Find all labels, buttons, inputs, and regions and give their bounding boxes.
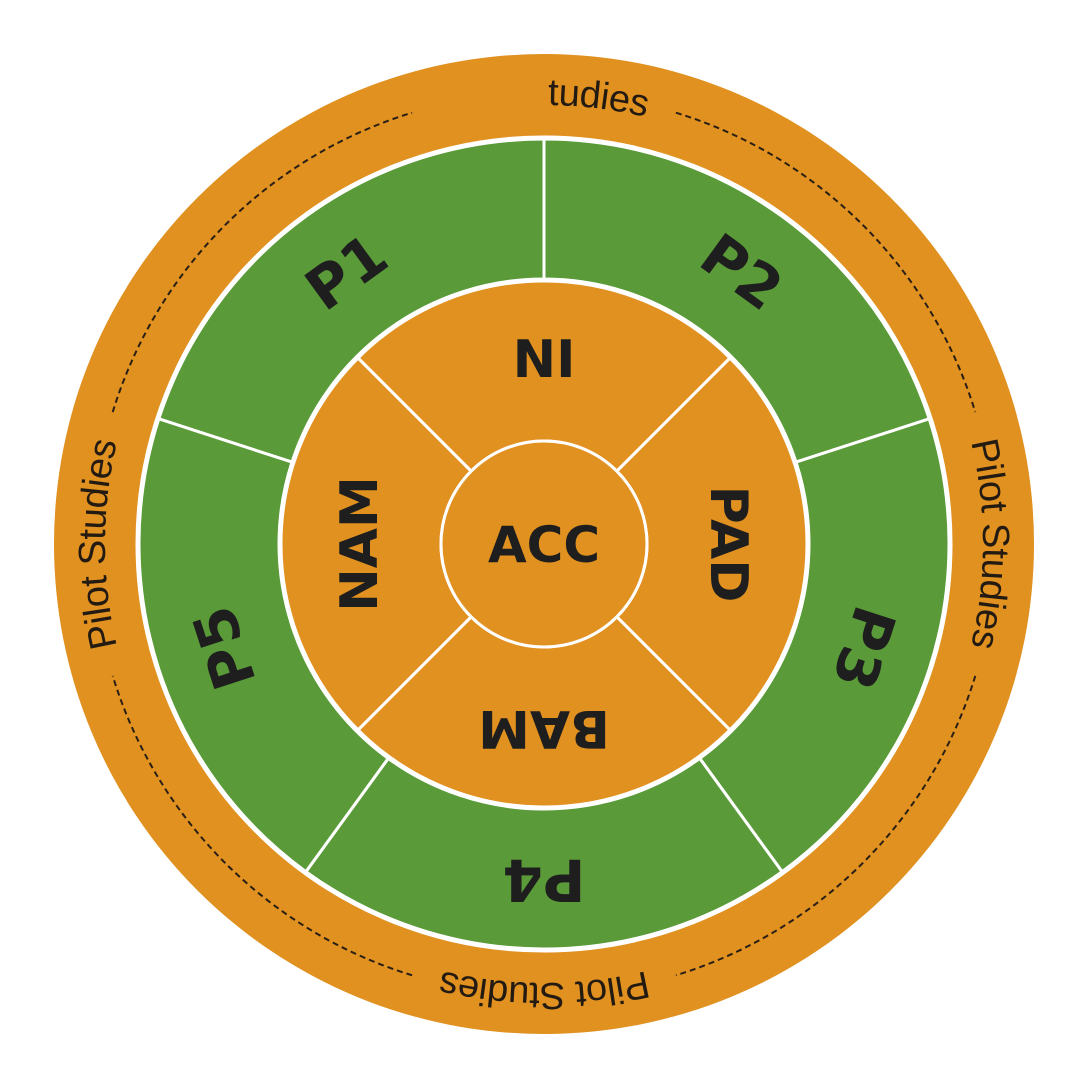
dashed-arc	[111, 675, 413, 977]
core-label-pad: PAD	[698, 486, 758, 603]
dashed-arc	[675, 111, 977, 413]
pilot-label-p4: P4	[503, 846, 586, 914]
green-ring-border	[135, 135, 953, 953]
pilot-segment	[542, 137, 932, 465]
pilot-segment	[303, 756, 785, 951]
pilot-segment	[137, 416, 391, 874]
outer-dashed-ring	[111, 111, 977, 977]
core-label-bam: BAM	[478, 698, 610, 758]
core-label-ni: NI	[513, 330, 576, 390]
core-label-nam: NAM	[330, 476, 390, 612]
center-label: ACC	[488, 516, 600, 574]
dashed-arc	[675, 675, 977, 977]
center-circle	[439, 439, 649, 649]
pilot-segment	[156, 137, 546, 465]
pilot-segment	[697, 416, 951, 874]
dashed-arc	[111, 111, 413, 413]
